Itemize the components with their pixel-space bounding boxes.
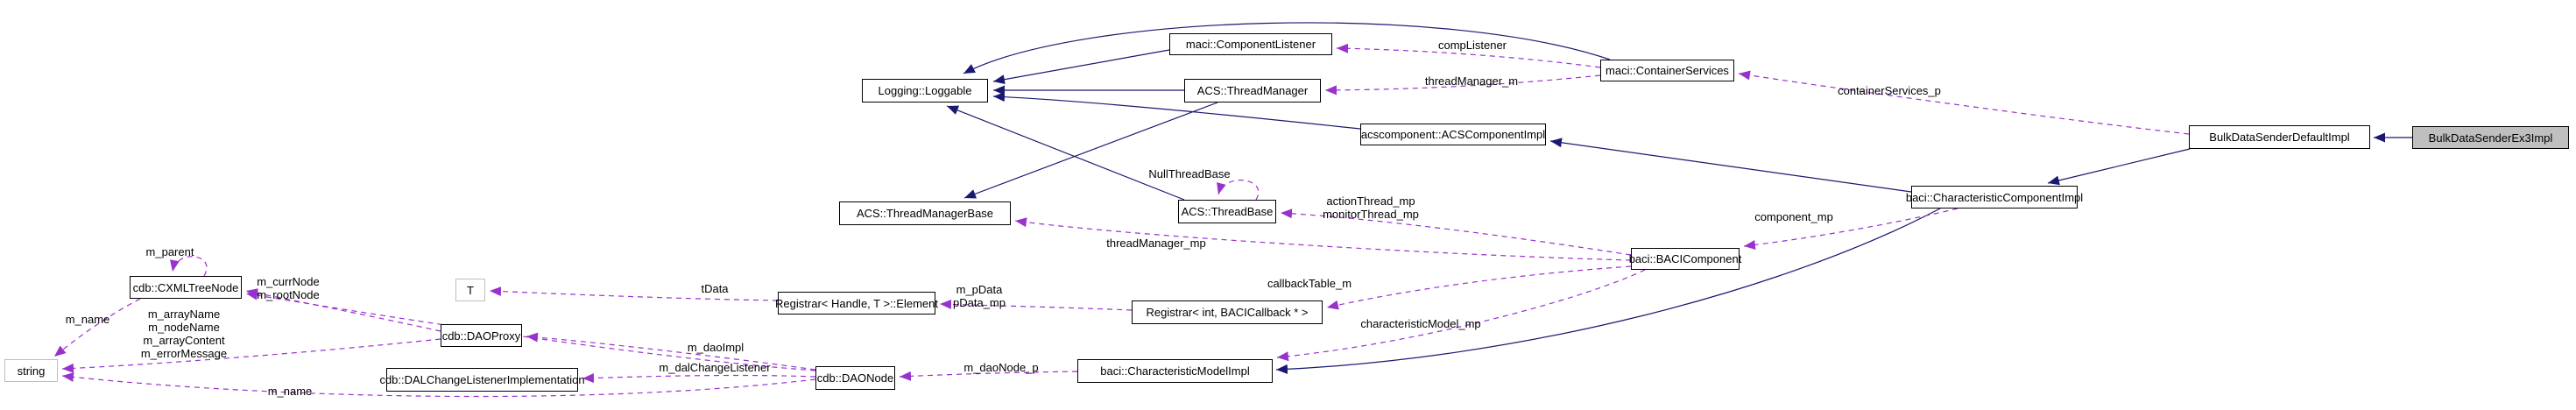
node-cdb-dalchangelistenerimplementation[interactable]: cdb::DALChangeListenerImplementation bbox=[379, 368, 585, 392]
edge-label-callbacktable-m: callbackTable_m bbox=[1267, 277, 1352, 290]
node-acs-threadmanagerbase[interactable]: ACS::ThreadManagerBase bbox=[839, 201, 1011, 225]
edge-bulkdatasenderdefaultimpl-to-characteristiccomponentimpl bbox=[2047, 148, 2191, 186]
edge-currnode-rootnode-from-daoproxy bbox=[245, 288, 441, 332]
edge-threadmanager-to-threadmanagerbase bbox=[963, 102, 1218, 199]
inheritance-edges bbox=[946, 22, 2412, 374]
edge-label-marraycontent: m_arrayContent bbox=[143, 334, 225, 347]
usage-edges bbox=[53, 43, 2190, 398]
edge-mparent-selfloop bbox=[169, 256, 208, 277]
edge-label-mrootnode: m_rootNode bbox=[257, 288, 320, 301]
edge-label-threadmanager-mp: threadManager_mp bbox=[1106, 237, 1206, 250]
edge-mdaonode-p bbox=[899, 371, 1078, 381]
edge-actionthread-monitorthread bbox=[1280, 209, 1632, 256]
node-cdb-daonode[interactable]: cdb::DAONode bbox=[815, 366, 895, 390]
edge-label-complistener: compListener bbox=[1437, 39, 1507, 52]
node-acs-threadbase[interactable]: ACS::ThreadBase bbox=[1178, 200, 1276, 223]
edge-label-mname-tree: m_name bbox=[65, 313, 110, 326]
node-logging-loggable[interactable]: Logging::Loggable bbox=[862, 79, 988, 102]
node-string: string bbox=[4, 359, 58, 382]
edge-label-monitorthread-mp: monitorThread_mp bbox=[1323, 208, 1419, 221]
edge-acscomponentimpl-to-loggable bbox=[992, 92, 1361, 130]
node-acscomponent-acscomponentimpl[interactable]: acscomponent::ACSComponentImpl bbox=[1360, 124, 1546, 145]
edge-label-mpdata: m_pData bbox=[956, 283, 1003, 296]
edge-characteristicmodel-mp bbox=[1276, 269, 1646, 362]
edge-label-nullthreadbase: NullThreadBase bbox=[1148, 167, 1231, 180]
edge-complistener bbox=[1336, 43, 1601, 68]
edge-label-mdaonode-p: m_daoNode_p bbox=[963, 361, 1039, 374]
edge-mname-from-cxmltreenode bbox=[53, 298, 141, 357]
edge-label-currnode-rootnode: m_currNode m_rootNode bbox=[257, 275, 320, 301]
node-cdb-daoproxy[interactable]: cdb::DAOProxy bbox=[441, 324, 522, 347]
edge-label-component-mp: component_mp bbox=[1754, 210, 1833, 223]
node-bulkdatasenderex3impl: BulkDataSenderEx3Impl bbox=[2412, 126, 2569, 149]
edge-label-mpdata-pdatamp: m_pData pData_mp bbox=[953, 283, 1006, 309]
edge-characteristiccomponentimpl-to-acscomponentimpl bbox=[1549, 138, 1912, 193]
edge-mpdata-pdatamp bbox=[939, 299, 1133, 311]
edge-label-mnodename: m_nodeName bbox=[148, 321, 220, 334]
edge-label-mdaoimpl: m_daoImpl bbox=[687, 341, 745, 354]
node-baci-characteristiccomponentimpl[interactable]: baci::CharacteristicComponentImpl bbox=[1906, 186, 2083, 209]
edge-threadmanager-mp bbox=[1014, 217, 1632, 261]
edge-threadbase-to-loggable bbox=[946, 105, 1185, 201]
edge-characteristiccomponentimpl-to-characteristicmodelimpl bbox=[1275, 208, 1941, 374]
edge-label-tdata: tData bbox=[701, 282, 729, 295]
edge-label-mdalchangelistener: m_dalChangeListener bbox=[659, 361, 771, 374]
edge-label-threadmanager-m: threadManager_m bbox=[1424, 74, 1519, 88]
edge-label-actionthread-mp: actionThread_mp bbox=[1326, 194, 1415, 208]
edge-currnode-rootnode-from-daonode bbox=[245, 290, 816, 371]
edge-label-merrormessage: m_errorMessage bbox=[140, 347, 228, 360]
edge-mname-from-daonode bbox=[61, 371, 816, 398]
edge-componentlistener-to-loggable bbox=[992, 49, 1170, 85]
edge-mdaoimpl bbox=[526, 332, 816, 371]
edge-callbacktable-m bbox=[1326, 265, 1632, 310]
node-registrar-handle-t-element[interactable]: Registrar< Handle, T >::Element bbox=[775, 292, 938, 315]
edge-label-marrayname: m_arrayName bbox=[147, 308, 221, 321]
edge-label-pdatamp: pData_mp bbox=[953, 296, 1006, 309]
edge-label-mparent: m_parent bbox=[145, 245, 194, 258]
edge-component-mp bbox=[1743, 208, 1958, 250]
edge-mdalchangelistener bbox=[582, 373, 816, 384]
edge-nullthreadbase-selfloop bbox=[1217, 179, 1260, 201]
edge-label-containerservices-p: containerServices_p bbox=[1838, 84, 1941, 97]
node-maci-componentlistener[interactable]: maci::ComponentListener bbox=[1169, 33, 1332, 55]
edge-label-mcurrnode: m_currNode bbox=[257, 275, 320, 288]
node-acs-threadmanager[interactable]: ACS::ThreadManager bbox=[1184, 79, 1321, 102]
edge-threadmanager-m bbox=[1324, 74, 1601, 95]
node-baci-characteristicmodelimpl[interactable]: baci::CharacteristicModelImpl bbox=[1077, 359, 1273, 383]
node-cdb-cxmltreenode[interactable]: cdb::CXMLTreeNode bbox=[130, 276, 242, 299]
node-baci-bacicomponent[interactable]: baci::BACIComponent bbox=[1629, 248, 1741, 270]
edge-label-actionthread-monitorthread: actionThread_mp monitorThread_mp bbox=[1323, 194, 1419, 221]
edge-tdata bbox=[489, 286, 779, 301]
edge-label-mname-dao: m_name bbox=[267, 385, 313, 398]
edge-containerservices-to-loggable bbox=[963, 22, 1611, 74]
node-bulkdatasenderdefaultimpl[interactable]: BulkDataSenderDefaultImpl bbox=[2189, 125, 2370, 149]
edge-label-characteristicmodel-mp: characteristicModel_mp bbox=[1360, 317, 1481, 330]
edge-arrayname-nodename-arraycontent-errormessage bbox=[61, 338, 441, 373]
edge-label-array-members: m_arrayName m_nodeName m_arrayContent m_… bbox=[141, 308, 227, 360]
node-registrar-int-bacicallback[interactable]: Registrar< int, BACICallback * > bbox=[1132, 300, 1323, 324]
node-t: T bbox=[455, 279, 485, 301]
edge-containerservices-p bbox=[1738, 70, 2190, 135]
node-maci-containerservices[interactable]: maci::ContainerServices bbox=[1600, 60, 1734, 81]
